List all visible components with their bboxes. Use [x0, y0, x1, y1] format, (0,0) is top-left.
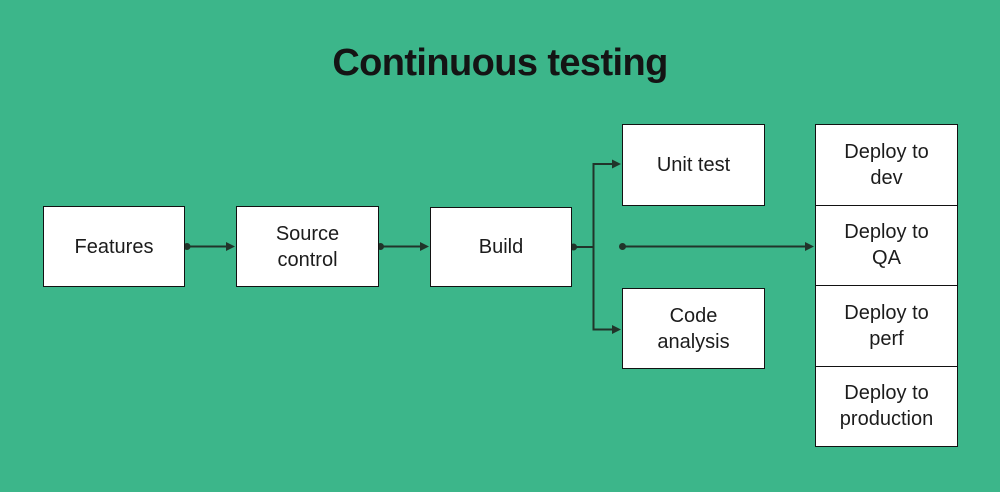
node-build-label: Build: [478, 236, 524, 258]
node-deploy-perf: Deploy to perf: [816, 285, 957, 366]
node-source-control: Source control: [236, 206, 379, 287]
node-code-analysis: Code analysis: [622, 288, 765, 369]
node-source-control-label: Source control: [275, 222, 340, 271]
edge-dot-deploy: [619, 243, 626, 250]
edge-build-branch: [572, 163, 595, 331]
node-build: Build: [430, 207, 572, 287]
node-deploy-qa: Deploy to QA: [816, 204, 957, 286]
node-code-analysis-label: Code analysis: [657, 304, 730, 353]
node-features-label: Features: [74, 235, 154, 258]
node-deploy-dev-label: Deploy to dev: [844, 140, 929, 189]
node-unit-test-label: Unit test: [656, 154, 731, 176]
node-deploy-production-label: Deploy to production: [839, 382, 934, 431]
node-unit-test: Unit test: [622, 124, 765, 206]
node-features: Features: [43, 206, 185, 287]
diagram-title: Continuous testing: [332, 42, 668, 84]
node-deploy-qa-label: Deploy to QA: [844, 221, 929, 270]
node-deploy-perf-label: Deploy to perf: [844, 301, 929, 350]
node-deploy-production: Deploy to production: [816, 365, 957, 447]
deploy-column: Deploy to dev Deploy to QA Deploy to per…: [815, 124, 958, 447]
node-deploy-dev: Deploy to dev: [816, 125, 957, 205]
